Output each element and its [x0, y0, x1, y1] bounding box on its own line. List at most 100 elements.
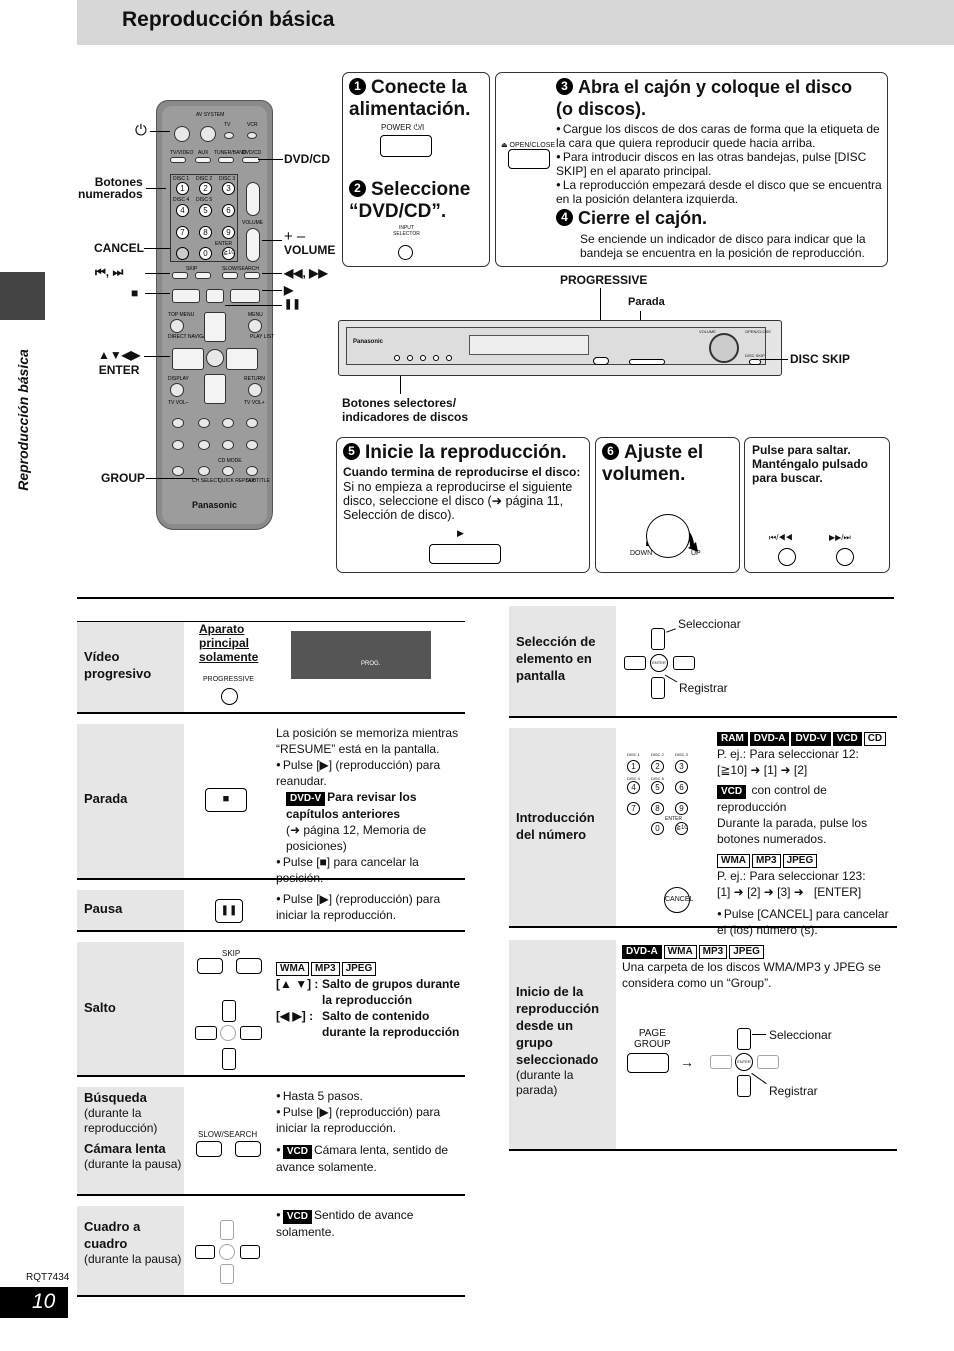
cuadro-left-key[interactable] — [195, 1245, 215, 1259]
remote-skip-next-button[interactable] — [195, 272, 211, 279]
remote-right-key[interactable] — [226, 348, 258, 370]
slow-rev-button[interactable] — [196, 1141, 222, 1157]
remote-func-button-8[interactable] — [246, 440, 258, 450]
remote-display-button[interactable] — [170, 383, 184, 397]
disc-selector-2[interactable] — [407, 355, 413, 361]
slow-fwd-button[interactable] — [235, 1141, 261, 1157]
stop-button[interactable]: ■ — [205, 788, 247, 812]
unit-stop-button[interactable] — [629, 359, 665, 365]
remote-cd-mode-button[interactable] — [222, 466, 234, 476]
remote-power-button[interactable] — [174, 126, 190, 142]
remote-key-5[interactable]: 5 — [199, 204, 212, 217]
remote-key-0[interactable]: 0 — [199, 247, 212, 260]
remote-play-button[interactable] — [230, 289, 260, 303]
seleccion-enter-key[interactable]: ENTER — [650, 654, 668, 672]
seleccion-left-key[interactable] — [624, 656, 646, 670]
numero-key-0[interactable]: 0 — [651, 822, 664, 835]
numero-key-9[interactable]: 9 — [675, 802, 688, 815]
disc-selector-1[interactable] — [394, 355, 400, 361]
remote-stop-button[interactable] — [172, 289, 200, 303]
seleccion-down-key[interactable] — [651, 677, 665, 699]
remote-tv-button[interactable] — [224, 132, 234, 139]
numero-key-5[interactable]: 5 — [651, 781, 664, 794]
numero-key-8[interactable]: 8 — [651, 802, 664, 815]
disc-selector-4[interactable] — [433, 355, 439, 361]
unit-play-button[interactable] — [429, 544, 501, 564]
cuadro-right-key[interactable] — [240, 1245, 260, 1259]
unit-skip-next-button[interactable] — [836, 548, 854, 566]
remote-key-4[interactable]: 4 — [176, 204, 189, 217]
remote-key-7[interactable]: 7 — [176, 226, 189, 239]
open-close-button[interactable] — [508, 149, 550, 169]
remote-top-menu-button[interactable] — [170, 319, 184, 333]
remote-up-key[interactable] — [204, 312, 226, 342]
remote-key-10plus[interactable]: ≧10 — [222, 247, 235, 260]
remote-key-2[interactable]: 2 — [199, 182, 212, 195]
remote-cancel-key[interactable] — [176, 247, 189, 260]
remote-func-button-1[interactable] — [172, 418, 184, 428]
salto-down-key[interactable] — [222, 1048, 236, 1070]
numero-cancel-button[interactable]: CANCEL — [664, 887, 693, 913]
cuadro-up-key[interactable] — [220, 1220, 234, 1240]
salto-right-key[interactable] — [240, 1026, 262, 1040]
remote-left-key[interactable] — [172, 348, 204, 370]
remote-key-6[interactable]: 6 — [222, 204, 235, 217]
remote-av-power-button[interactable] — [200, 126, 216, 142]
remote-enter-key[interactable] — [206, 349, 224, 367]
volume-knob[interactable] — [646, 514, 690, 558]
page-group-button[interactable] — [627, 1053, 669, 1073]
cuadro-down-key[interactable] — [220, 1264, 234, 1284]
remote-func-button-4[interactable] — [246, 418, 258, 428]
remote-func-button-6[interactable] — [198, 440, 210, 450]
unit-disc-skip-button[interactable] — [749, 359, 761, 365]
grupo-left-key[interactable] — [710, 1055, 732, 1069]
remote-vcr-button[interactable] — [247, 132, 257, 139]
numero-key-2[interactable]: 2 — [651, 760, 664, 773]
remote-func-button-7[interactable] — [222, 440, 234, 450]
remote-aux-button[interactable] — [195, 157, 211, 163]
unit-power-button[interactable] — [380, 135, 432, 157]
disc-selector-3[interactable] — [420, 355, 426, 361]
remote-key-3[interactable]: 3 — [222, 182, 235, 195]
remote-tv-video-button[interactable] — [170, 157, 186, 163]
remote-pause-button[interactable] — [206, 289, 224, 303]
numero-key-10plus[interactable]: ≧10 — [675, 822, 688, 835]
unit-skip-prev-button[interactable] — [778, 548, 796, 566]
unit-progressive-button[interactable] — [593, 357, 609, 365]
grupo-enter-key[interactable]: ENTER — [735, 1053, 753, 1071]
seleccion-right-key[interactable] — [673, 656, 695, 670]
remote-volume-rocker[interactable] — [246, 228, 260, 262]
remote-func-button-3[interactable] — [222, 418, 234, 428]
grupo-down-key[interactable] — [737, 1075, 751, 1097]
numero-key-1[interactable]: 1 — [627, 760, 640, 773]
numero-key-6[interactable]: 6 — [675, 781, 688, 794]
seleccion-up-key[interactable] — [651, 628, 665, 650]
remote-func-button-9[interactable] — [172, 466, 184, 476]
remote-group-button[interactable] — [198, 466, 210, 476]
numero-key-7[interactable]: 7 — [627, 802, 640, 815]
grupo-up-key[interactable] — [737, 1028, 751, 1050]
numero-key-3[interactable]: 3 — [675, 760, 688, 773]
remote-skip-prev-button[interactable] — [172, 272, 188, 279]
disc-selector-5[interactable] — [446, 355, 452, 361]
skip-next-button[interactable] — [236, 958, 262, 974]
salto-enter-key[interactable] — [220, 1025, 236, 1041]
remote-func-button-2[interactable] — [198, 418, 210, 428]
remote-slow-fwd-button[interactable] — [244, 272, 260, 279]
remote-dvdcd-button[interactable] — [242, 157, 260, 163]
grupo-right-key[interactable] — [757, 1055, 779, 1069]
input-selector-button[interactable] — [398, 245, 413, 260]
remote-key-1[interactable]: 1 — [176, 182, 189, 195]
remote-tuner-button[interactable] — [218, 157, 234, 163]
remote-ch-rocker[interactable] — [246, 182, 260, 216]
salto-up-key[interactable] — [222, 1000, 236, 1022]
unit-volume-knob[interactable] — [709, 333, 739, 363]
remote-menu-button[interactable] — [248, 319, 262, 333]
remote-func-button-5[interactable] — [172, 440, 184, 450]
numero-key-4[interactable]: 4 — [627, 781, 640, 794]
remote-key-8[interactable]: 8 — [199, 226, 212, 239]
progressive-button[interactable] — [221, 688, 238, 705]
remote-func-button-10[interactable] — [246, 466, 258, 476]
cuadro-enter-key[interactable] — [219, 1244, 235, 1260]
remote-down-key[interactable] — [204, 374, 226, 404]
